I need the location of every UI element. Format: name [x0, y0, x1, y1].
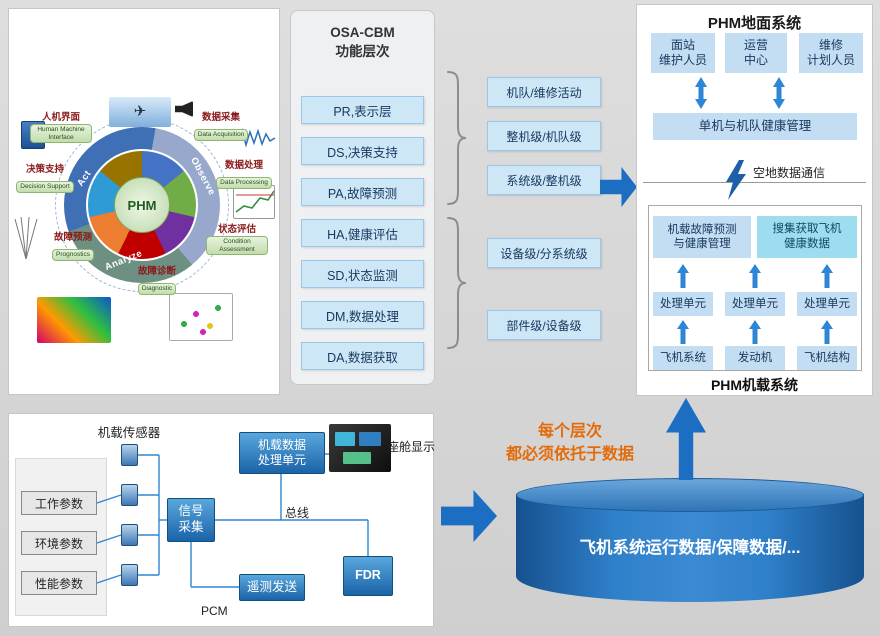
antenna-array-thumbnail — [14, 216, 38, 260]
air-ground-divider — [643, 182, 866, 183]
up-arrow-icon — [821, 264, 833, 288]
param-working: 工作参数 — [21, 491, 97, 515]
up-arrow-icon — [749, 264, 761, 288]
source-engine: 发动机 — [725, 346, 785, 370]
brace-lower-group — [447, 217, 467, 349]
sensor-icon — [121, 444, 138, 466]
cockpit-screen — [343, 452, 371, 464]
up-arrow-icon — [677, 320, 689, 344]
telemetry-send-box: 遥测发送 — [239, 574, 305, 601]
data-dependency-callout: 每个层次 都必须依托于数据 — [505, 423, 634, 464]
source-aircraft-systems: 飞机系统 — [653, 346, 713, 370]
role-maintenance-planner: 维修 计划人员 — [799, 33, 863, 73]
arrow-database-to-onboard — [666, 398, 706, 480]
cylinder-body — [516, 494, 864, 602]
node-condition-assessment: 状态评估 Condition Assessment — [205, 224, 269, 256]
up-arrow-icon — [821, 320, 833, 344]
phm-ground-system-panel: PHM地面系统 面站 维护人员 运营 中心 维修 计划人员 单机与机队健康管理 … — [636, 4, 873, 396]
up-arrow-icon — [749, 320, 761, 344]
cockpit-display-image — [329, 424, 391, 472]
data-cylinder: 飞机系统运行数据/保障数据/... — [516, 478, 864, 602]
source-airframe: 飞机结构 — [797, 346, 857, 370]
arrow-to-database — [441, 490, 497, 542]
air-ground-datalink-label: 空地数据通信 — [753, 166, 826, 180]
sensors-title: 机载传感器 — [97, 426, 161, 440]
fdr-box: FDR — [343, 556, 393, 596]
level-aircraft-fleet: 整机级/机队级 — [487, 121, 601, 151]
scatter-plot-thumbnail — [169, 293, 233, 341]
node-decision-support: 决策支持 Decision Support — [13, 164, 77, 193]
sensor-icon — [121, 484, 138, 506]
cockpit-screen — [335, 432, 355, 446]
arrow-to-ground-system — [600, 167, 637, 207]
cockpit-screen — [359, 432, 381, 446]
bus-label: 总线 — [285, 506, 310, 520]
level-equipment-subsystem: 设备级/分系统级 — [487, 238, 601, 268]
sensor-icon — [121, 524, 138, 546]
node-diagnostic: 故障诊断 Diagnostic — [125, 266, 189, 295]
layer-dm: DM,数据处理 — [301, 301, 424, 329]
collect-health-data-box: 搜集获取飞机 健康数据 — [757, 216, 857, 258]
role-ground-station-staff: 面站 维护人员 — [651, 33, 715, 73]
data-processing-unit-box: 机载数据 处理单元 — [239, 432, 325, 474]
osa-cbm-cycle-wheel: PHM Act Observe Analyze — [55, 118, 229, 292]
layer-pr: PR,表示层 — [301, 96, 424, 124]
layer-ds: DS,决策支持 — [301, 137, 424, 165]
osa-cbm-title: OSA-CBM 功能层次 — [330, 25, 395, 59]
onboard-prediction-box: 机载故障预测 与健康管理 — [653, 216, 751, 258]
layer-ha: HA,健康评估 — [301, 219, 424, 247]
brace-upper-group — [447, 71, 467, 205]
processing-unit-box: 处理单元 — [797, 292, 857, 316]
sensor-icon — [121, 564, 138, 586]
up-arrow-icon — [677, 264, 689, 288]
osa-cbm-layers-panel: OSA-CBM 功能层次 PR,表示层 DS,决策支持 PA,故障预测 HA,健… — [290, 10, 435, 385]
level-component-equipment: 部件级/设备级 — [487, 310, 601, 340]
node-data-acquisition: 数据采集 Data Acquisition — [189, 112, 253, 141]
node-human-machine-interface: 人机界面 Human Machine Interface — [29, 112, 93, 144]
phm-center: PHM — [114, 177, 170, 233]
param-performance: 性能参数 — [21, 571, 97, 595]
ground-system-title: PHM地面系统 — [707, 15, 802, 32]
role-operations-center: 运营 中心 — [725, 33, 787, 73]
lightning-datalink-icon — [726, 160, 746, 200]
level-fleet-maintenance: 机队/维修活动 — [487, 77, 601, 107]
osa-cbm-wheel-panel: ✈ PHM Act Observe Analyze 人机界面 Human Mac… — [8, 8, 280, 395]
layer-sd: SD,状态监测 — [301, 260, 424, 288]
layer-pa: PA,故障预测 — [301, 178, 424, 206]
onboard-sensors-panel: 机载传感器 工作参数 环境参数 性能参数 信号 采集 机载数据 处理单元 — [8, 413, 436, 627]
trend-chart-thumbnail — [233, 185, 275, 219]
layer-da: DA,数据获取 — [301, 342, 424, 370]
fleet-health-management-box: 单机与机队健康管理 — [653, 113, 857, 140]
double-arrow-icon — [695, 77, 707, 109]
signal-acquisition-box: 信号 采集 — [167, 498, 215, 542]
spectrogram-thumbnail — [37, 297, 111, 343]
phm-onboard-system-panel: 机载故障预测 与健康管理 搜集获取飞机 健康数据 处理单元 处理单元 处理单元 … — [648, 205, 862, 371]
cylinder-top — [516, 478, 864, 512]
processing-unit-box: 处理单元 — [653, 292, 713, 316]
processing-unit-box: 处理单元 — [725, 292, 785, 316]
node-prognostics: 故障预测 Prognostics — [41, 232, 105, 261]
pcm-label: PCM — [201, 604, 228, 618]
node-data-processing: 数据处理 Data Processing — [212, 160, 276, 189]
onboard-system-title: PHM机载系统 — [710, 377, 799, 393]
double-arrow-icon — [773, 77, 785, 109]
param-environment: 环境参数 — [21, 531, 97, 555]
level-system-aircraft: 系统级/整机级 — [487, 165, 601, 195]
database-label: 飞机系统运行数据/保障数据/... — [579, 539, 801, 557]
cockpit-display-label: 座舱显示 — [387, 440, 436, 454]
